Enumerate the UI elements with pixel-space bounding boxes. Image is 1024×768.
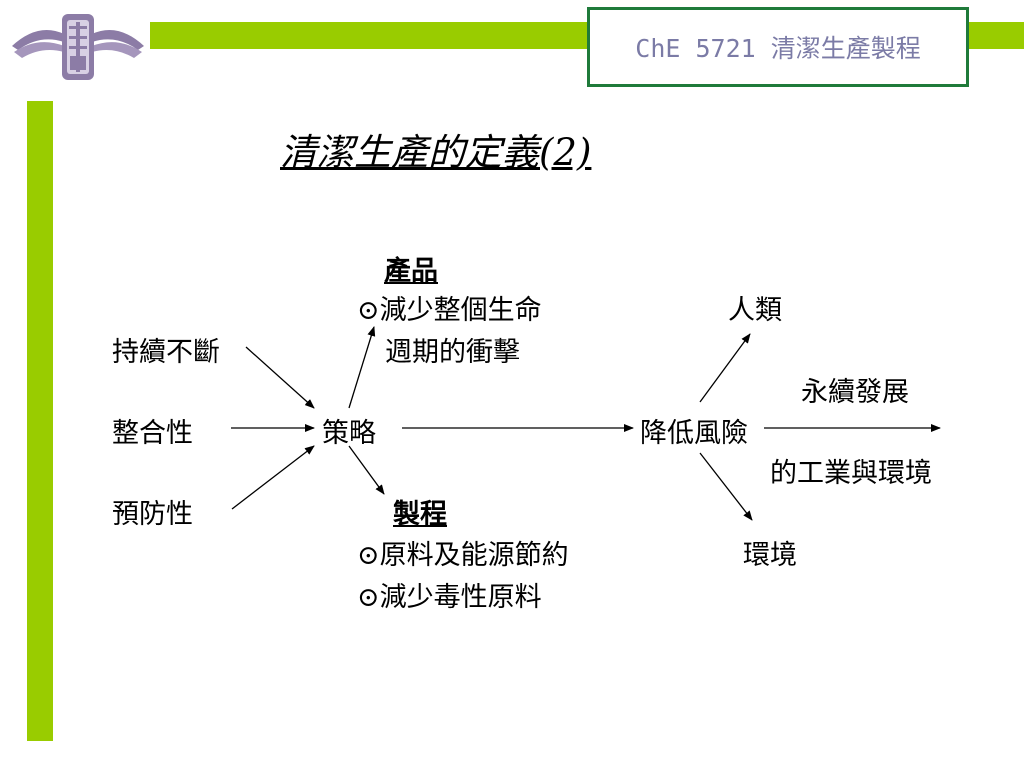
arrow-continuous-to-strategy	[245, 346, 315, 409]
arrow-risk-to-human	[699, 333, 751, 403]
arrow-risk-to-environment	[699, 452, 753, 521]
arrow-preventive-to-strategy	[231, 445, 315, 510]
slide-title: 清潔生產的定義(2)	[280, 131, 592, 174]
outcome-line-1: 永續發展	[801, 377, 909, 408]
outcome-line-2: 的工業與環境	[770, 458, 932, 489]
environment-node: 環境	[743, 540, 797, 571]
product-line-1: ⊙減少整個生命	[357, 295, 542, 326]
process-line-1: ⊙原料及能源節約	[357, 540, 569, 571]
strategy-node: 策略	[322, 418, 376, 449]
human-node: 人類	[728, 295, 782, 326]
arrow-strategy-to-product	[348, 326, 376, 409]
left-accent-bar	[27, 101, 53, 741]
process-line-2: ⊙減少毒性原料	[357, 582, 542, 613]
product-heading: 產品	[384, 256, 438, 287]
input-integrated: 整合性	[112, 418, 193, 449]
university-logo	[8, 8, 148, 86]
arrow-strategy-to-process	[348, 445, 385, 495]
course-header: ChE 5721 清潔生產製程	[587, 7, 969, 87]
risk-node: 降低風險	[640, 418, 748, 449]
course-title: ChE 5721 清潔生產製程	[635, 34, 921, 63]
process-heading: 製程	[393, 499, 447, 530]
input-preventive: 預防性	[112, 499, 193, 530]
input-continuous: 持續不斷	[112, 337, 220, 368]
product-line-2: 週期的衝擊	[385, 337, 520, 368]
